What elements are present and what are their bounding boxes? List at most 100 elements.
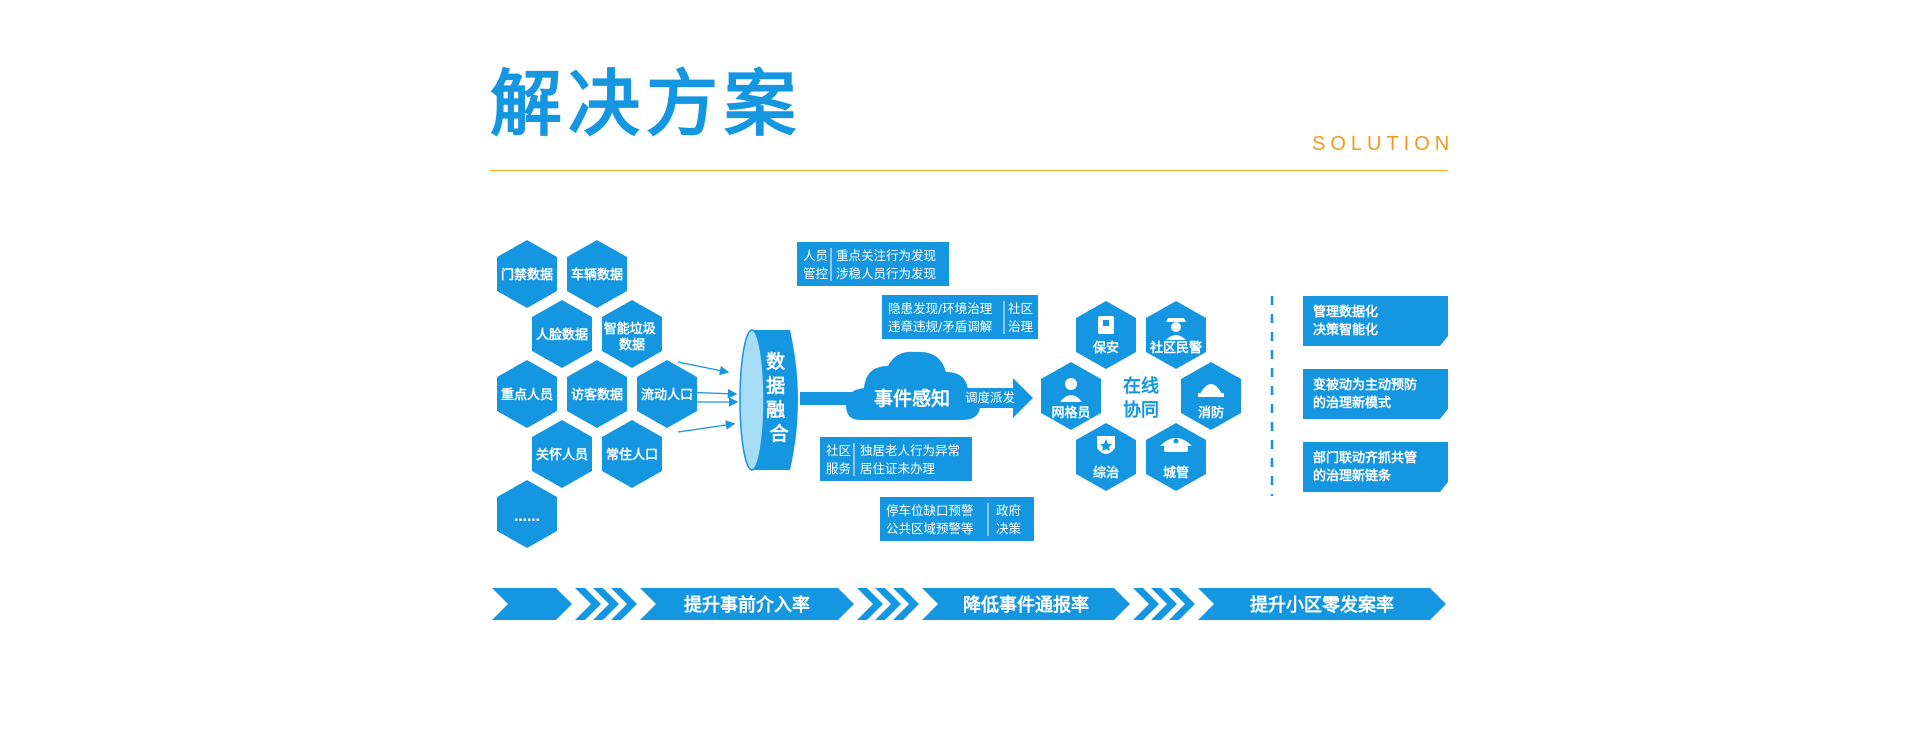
data-sources-cluster: 门禁数据 车辆数据 人脸数据 智能垃圾 数据 重点人员 访客数据 流动人口 关怀… — [497, 240, 697, 548]
firefighter-icon — [1198, 384, 1224, 397]
outcome-box: 部门联动齐抓共管 的治理新链条 — [1303, 442, 1448, 492]
event-cloud: 事件感知 — [846, 351, 981, 420]
hex-label: 车辆数据 — [571, 267, 623, 283]
band-chevron-small — [575, 588, 601, 620]
role-hex-fire: 消防 — [1181, 362, 1241, 430]
band-chevron-small — [857, 588, 883, 620]
scenario-line: 隐患发现/环境治理 — [888, 301, 993, 316]
hex-label: 重点人员 — [501, 387, 553, 403]
scenario-box: 隐患发现/环境治理 违章违规/矛盾调解 社区 治理 — [882, 295, 1038, 339]
page-title: 解决方案 — [490, 62, 803, 146]
dispatch-label: 调度派发 — [965, 390, 1016, 405]
dispatch-arrow-shape — [962, 378, 1033, 418]
hex-label: …… — [514, 510, 540, 525]
hex-data-source — [497, 240, 557, 308]
outcome-line: 管理数据化 — [1313, 304, 1378, 320]
hex-label: 关怀人员 — [536, 447, 588, 463]
scenario-box-bg — [797, 242, 949, 286]
title-divider — [490, 170, 1448, 171]
role-hex-comprehensive: 综治 — [1076, 423, 1136, 491]
cloud-shape — [846, 351, 981, 420]
result-label: 提升小区零发案率 — [1250, 594, 1394, 616]
role-label: 网格员 — [1051, 405, 1090, 421]
band-chevron-small — [593, 588, 619, 620]
hex-label: 流动人口 — [641, 387, 693, 403]
hex-data-source — [602, 420, 662, 488]
outcome-box-bg — [1303, 296, 1448, 346]
fusion-char: 合 — [769, 422, 789, 445]
scenario-tag-line: 决策 — [996, 521, 1022, 536]
hex-label: 访客数据 — [571, 387, 623, 403]
outcome-line: 变被动为主动预防 — [1313, 377, 1417, 393]
role-label: 城管 — [1163, 465, 1189, 481]
cylinder-face — [740, 330, 764, 470]
results-band: 提升事前介入率 降低事件通报率 提升小区零发案率 — [492, 588, 1446, 620]
band-chevron-small — [1151, 588, 1177, 620]
security-guard-icon — [1098, 316, 1114, 334]
scenario-box-bg — [880, 497, 1034, 541]
hex-data-source — [532, 300, 592, 368]
cylinder-face-rim — [739, 329, 765, 471]
data-fusion-cylinder: 数 据 融 合 — [739, 329, 798, 471]
fusion-char: 数 — [766, 350, 786, 373]
role-hex-police: 社区民警 — [1146, 301, 1206, 369]
role-hex-shape — [1076, 423, 1136, 491]
police-officer-icon — [1166, 318, 1186, 340]
outcome-box-bg — [1303, 369, 1448, 419]
outcome-line: 的治理新链条 — [1313, 468, 1392, 484]
band-chevron — [922, 588, 1130, 620]
scenario-tag-line: 服务 — [826, 461, 851, 476]
outcome-box-bg — [1303, 442, 1448, 492]
scenario-box-bg — [820, 437, 972, 481]
cylinder-body — [752, 330, 798, 470]
role-hex-security: 保安 — [1076, 301, 1136, 369]
role-hex-center: 在线 协同 — [1111, 362, 1171, 430]
role-label: 保安 — [1092, 340, 1119, 356]
input-arrow — [681, 388, 738, 399]
band-chevron-small — [1169, 588, 1195, 620]
input-arrow — [677, 420, 736, 433]
input-arrow — [677, 361, 730, 376]
role-label: 综治 — [1093, 465, 1119, 481]
input-arrows — [677, 361, 739, 433]
scenario-tag-line: 社区 — [826, 443, 851, 458]
scenario-box: 社区 服务 独居老人行为异常 居住证未办理 — [820, 437, 972, 481]
dispatch-arrow: 调度派发 — [962, 378, 1033, 418]
role-hex-shape — [1076, 301, 1136, 369]
hex-data-source — [567, 240, 627, 308]
hex-label: 智能垃圾 数据 — [604, 321, 661, 353]
scenario-tag-line: 社区 — [1008, 301, 1033, 316]
role-hex-shape — [1111, 362, 1171, 430]
hex-label-line: 智能垃圾 — [604, 321, 657, 337]
scenario-box-bg — [882, 295, 1038, 339]
scenario-tag-line: 治理 — [1008, 319, 1034, 334]
role-label: 社区民警 — [1149, 340, 1202, 356]
scenario-line: 居住证未办理 — [860, 461, 936, 476]
hex-label: 门禁数据 — [501, 267, 553, 283]
scenario-box: 人员 管控 重点关注行为发现 涉稳人员行为发现 — [797, 242, 949, 286]
scenario-tag-line: 政府 — [996, 503, 1021, 518]
scenario-line: 公共区域预警等 — [886, 521, 974, 536]
band-chevron-small — [611, 588, 637, 620]
hex-data-source — [532, 420, 592, 488]
band-chevron-small — [893, 588, 919, 620]
hex-label-line: 数据 — [619, 337, 645, 353]
outcome-line: 决策智能化 — [1313, 322, 1378, 338]
outcome-line: 部门联动齐抓共管 — [1313, 450, 1417, 466]
result-label: 降低事件通报率 — [963, 594, 1089, 616]
role-hex-shape — [1146, 423, 1206, 491]
band-chevron-small — [1133, 588, 1159, 620]
band-chevron — [640, 588, 854, 620]
role-hex-urban-management: 城管 — [1146, 423, 1206, 491]
collaboration-cluster: 保安 社区民警 网格员 在 — [1041, 301, 1241, 491]
grid-worker-icon — [1060, 378, 1082, 402]
result-label: 提升事前介入率 — [684, 594, 810, 616]
outcome-box: 变被动为主动预防 的治理新模式 — [1303, 369, 1448, 419]
page-subtitle: SOLUTION — [1312, 133, 1455, 155]
outcome-box: 管理数据化 决策智能化 — [1303, 296, 1448, 346]
outcome-line: 的治理新模式 — [1313, 395, 1391, 411]
scenario-tag-line: 人员 — [803, 248, 828, 263]
scenario-box: 停车位缺口预警 公共区域预警等 政府 决策 — [880, 497, 1034, 541]
role-label: 消防 — [1198, 405, 1224, 421]
